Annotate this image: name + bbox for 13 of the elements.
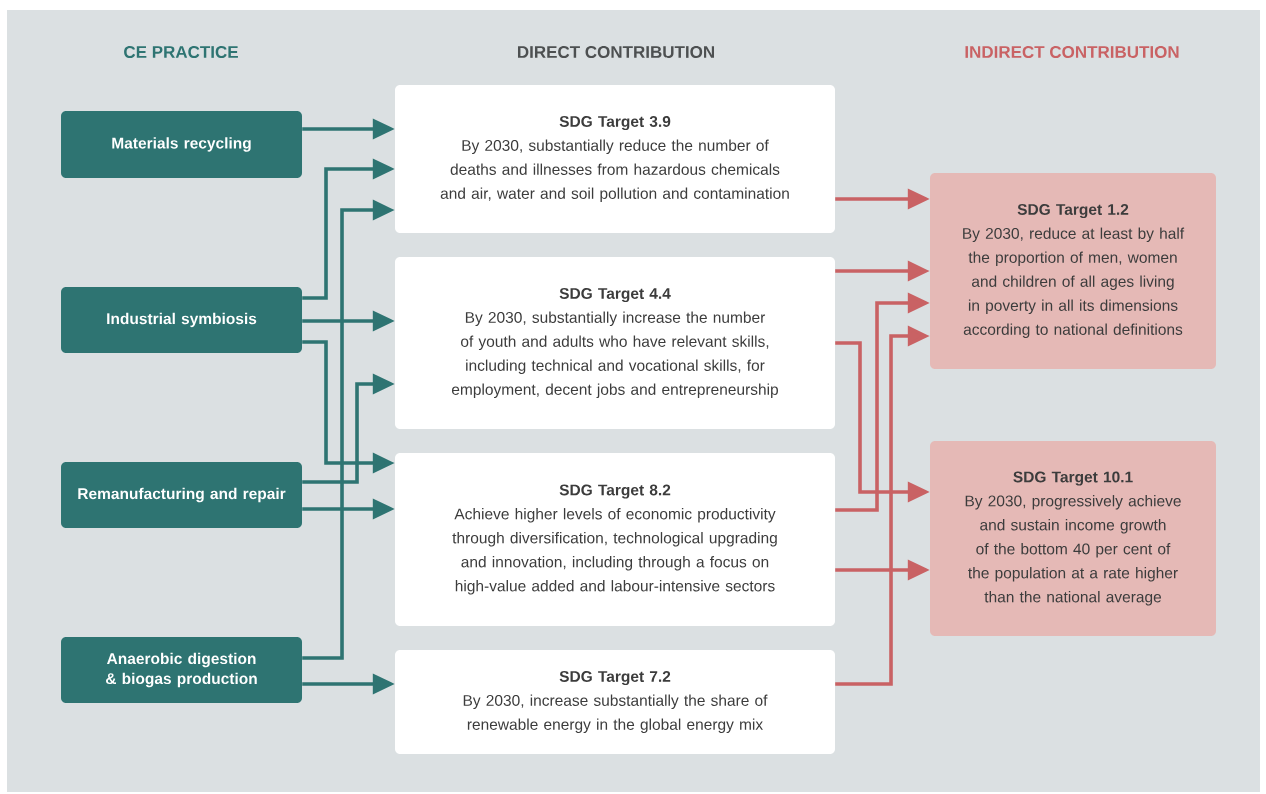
column-heading: DIRECT CONTRIBUTION — [518, 46, 714, 58]
target-box: SDG Target 8.2 Achieve higher levels of economic productivity through diversification, technological upgrading and innovation, including through a focus on high-value added and labour-intensive sectors — [395, 453, 835, 626]
target-box: SDG Target 10.1 By 2030, progressively achieve and sustain income growth of the bottom 40 per cent of the population at a rate higher than the national average — [930, 441, 1216, 636]
target-box: SDG Target 7.2 By 2030, increase substantially the share of renewable energy in the global energy mix — [395, 650, 835, 754]
column-heading: INDIRECT CONTRIBUTION — [965, 46, 1179, 58]
column-heading: CE PRACTICE — [124, 46, 238, 58]
target-box: SDG Target 1.2 By 2030, reduce at least by half the proportion of men, women and children of all ages living in poverty in all its dimensions according to national definitions — [930, 173, 1216, 369]
practice-box: Remanufacturing and repair — [61, 462, 302, 528]
practice-box: Industrial symbiosis — [61, 287, 302, 353]
target-box: SDG Target 4.4 By 2030, substantially increase the number of youth and adults who have relevant skills, including technical and vocational skills, for employment, decent jobs and entrepreneurship — [395, 257, 835, 429]
practice-box: Anaerobic digestion & biogas production — [61, 637, 302, 703]
practice-box: Materials recycling — [61, 111, 302, 178]
target-box: SDG Target 3.9 By 2030, substantially reduce the number of deaths and illnesses from hazardous chemicals and air, water and soil pollution and contamination — [395, 85, 835, 233]
